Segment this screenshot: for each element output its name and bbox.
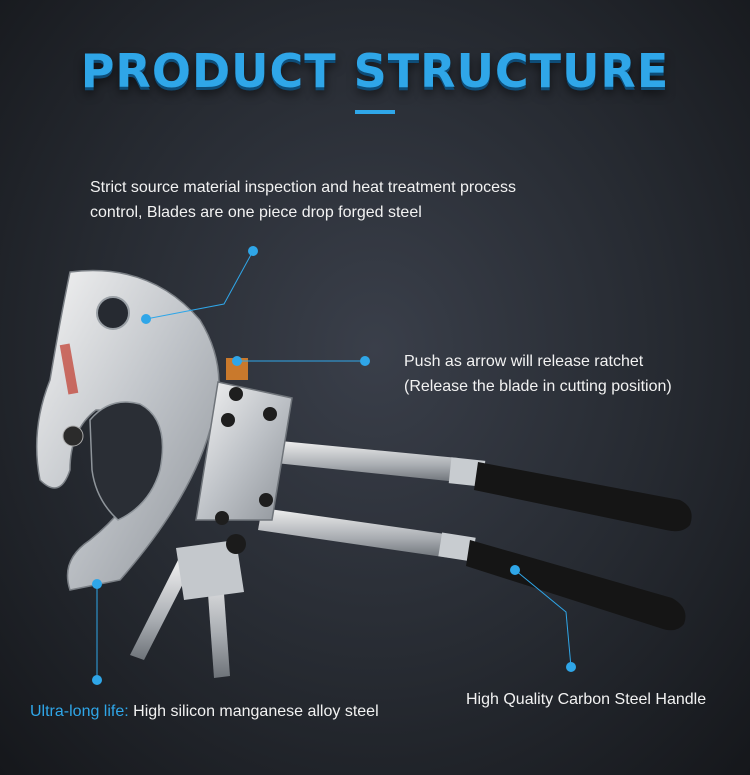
callout-dots	[92, 246, 576, 685]
blade-callout-line	[145, 250, 254, 320]
ratchet-callout-text: Push as arrow will release ratchet (Rele…	[404, 349, 672, 399]
page-title: PRODUCT STRUCTURE	[80, 44, 670, 98]
callout-lines	[96, 250, 572, 680]
life-callout-highlight: Ultra-long life:	[30, 703, 129, 720]
title-underline	[355, 110, 395, 114]
handle-callout-dot-start	[510, 565, 520, 575]
cutting-blade	[35, 269, 220, 591]
handle-callout-dot-end	[566, 662, 576, 672]
life-callout-text: Ultra-long life: High silicon manganese …	[30, 699, 379, 724]
ratchet-callout-dot-end	[360, 356, 370, 366]
blade-callout-dot-start	[141, 314, 151, 324]
life-callout-body: High silicon manganese alloy steel	[128, 703, 379, 720]
upper-handle	[266, 440, 692, 532]
handle-callout-line	[514, 569, 572, 668]
ratchet-callout-line1: Push as arrow will release ratchet	[404, 353, 644, 370]
handle-callout-text: High Quality Carbon Steel Handle	[466, 691, 707, 708]
life-callout-dot-start	[92, 579, 102, 589]
support-stand	[130, 534, 246, 678]
life-callout-dot-end	[92, 675, 102, 685]
ratchet-callout-line2: (Release the blade in cutting position)	[404, 378, 672, 395]
lower-handle	[258, 508, 686, 631]
blade-callout-text: Strict source material inspection and he…	[90, 175, 516, 225]
ratchet-mechanism	[195, 358, 293, 525]
blade-callout-line2: control, Blades are one piece drop forge…	[90, 204, 422, 221]
blade-callout-line1: Strict source material inspection and he…	[90, 179, 516, 196]
blade-callout-dot-end	[248, 246, 258, 256]
ratchet-callout-dot-start	[232, 356, 242, 366]
